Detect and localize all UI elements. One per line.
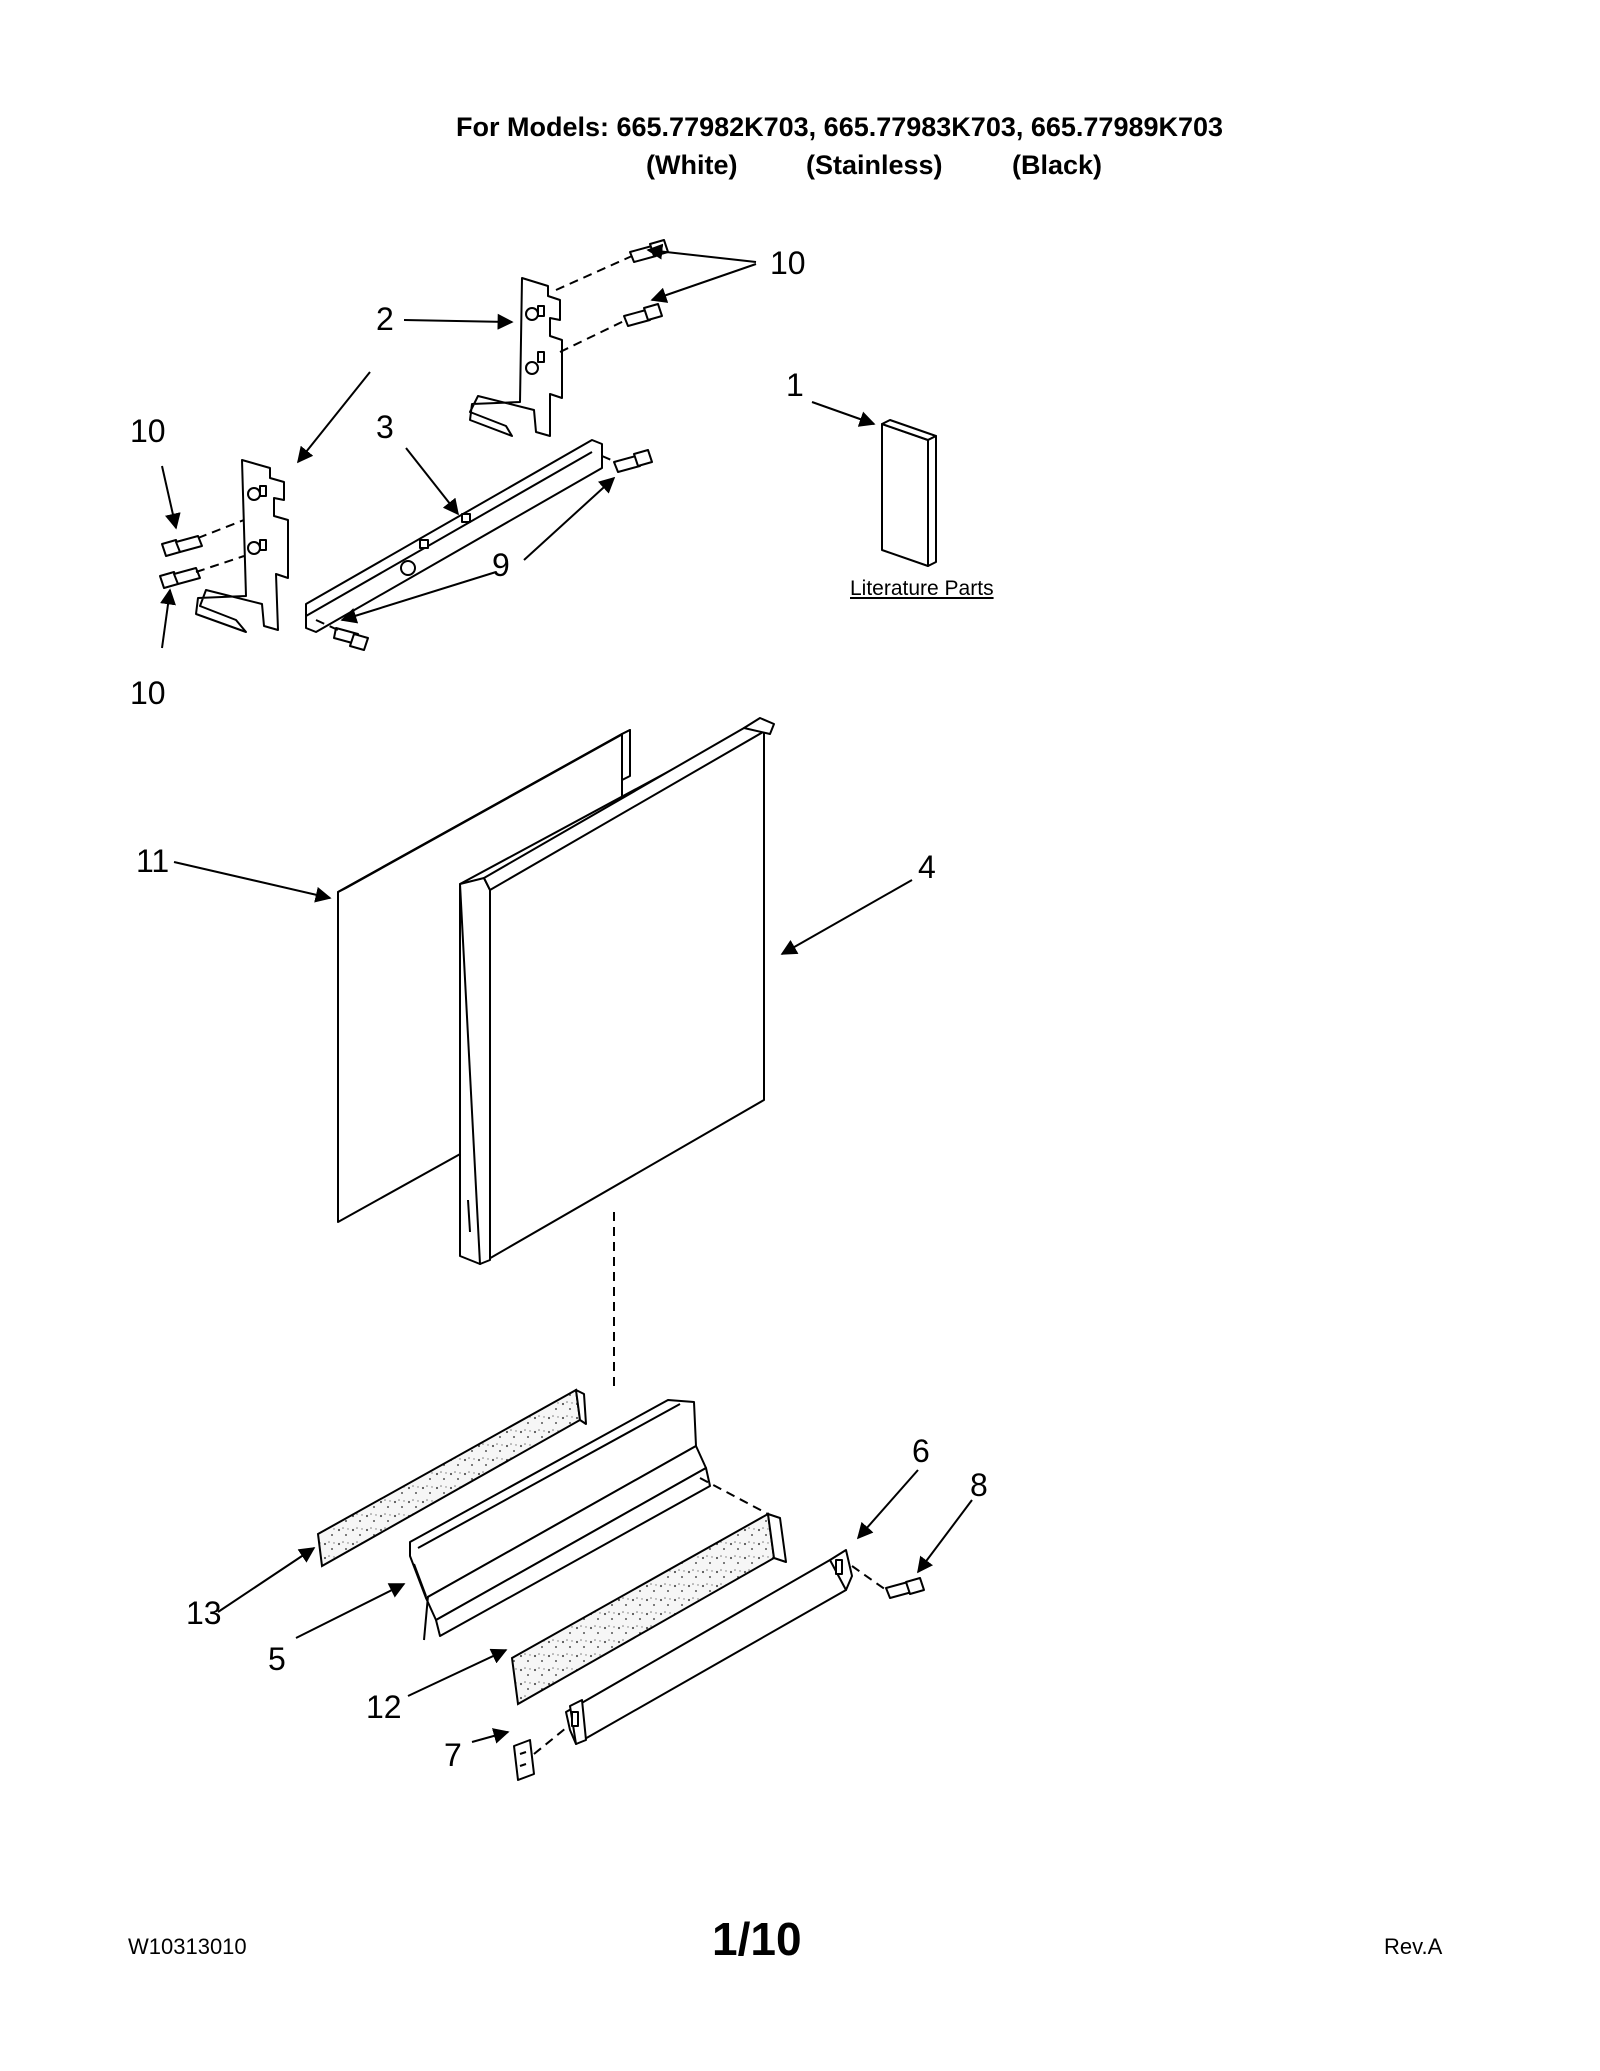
- callout-7: 7: [444, 1737, 462, 1773]
- revision-label: Rev.A: [1384, 1934, 1443, 1959]
- foam-strip-upper: [316, 1388, 587, 1568]
- callout-8: 8: [970, 1467, 988, 1503]
- callout-9: 9: [492, 547, 510, 583]
- mounting-clip: [513, 1727, 567, 1781]
- callout-11: 11: [136, 843, 169, 879]
- callout-numbers: 10 2 1 10 3 9 10 11 4 6 8 13 5 12 7: [130, 245, 988, 1773]
- screw-bottom-right: [885, 1577, 925, 1599]
- callout-10-left-lower: 10: [130, 675, 166, 711]
- hinge-bracket-left: [195, 459, 289, 633]
- screw-rail-right: [613, 449, 653, 473]
- callout-12: 12: [366, 1689, 402, 1725]
- hinge-bracket-right: [469, 277, 563, 437]
- literature-booklet: [881, 419, 937, 567]
- screw-top-2: [623, 303, 663, 327]
- color-label-stainless: (Stainless): [806, 150, 943, 180]
- document-number: W10313010: [128, 1934, 247, 1959]
- callout-10-top: 10: [770, 245, 806, 281]
- leader-lines: [160, 243, 973, 1744]
- foam-strip-lower: [510, 1477, 787, 1706]
- outer-door-panel: [459, 717, 775, 1265]
- literature-parts-label: Literature Parts: [850, 577, 994, 600]
- door-rail: [305, 439, 603, 633]
- callout-5: 5: [268, 1641, 286, 1677]
- callout-4: 4: [918, 849, 936, 885]
- screw-left-upper: [161, 535, 203, 557]
- color-label-black: (Black): [1012, 150, 1103, 180]
- screw-left-lower: [159, 567, 201, 589]
- toe-kick-panel: [409, 1399, 711, 1641]
- callout-10-left-upper: 10: [130, 413, 166, 449]
- toe-kick-trim-strip: [565, 1549, 853, 1745]
- screw-rail-bottom: [333, 627, 369, 651]
- callout-3: 3: [376, 409, 394, 445]
- color-label-white: (White): [646, 150, 738, 180]
- page-number: 1/10: [712, 1913, 802, 1965]
- callout-1: 1: [786, 367, 804, 403]
- callout-13: 13: [186, 1595, 222, 1631]
- models-header: For Models: 665.77982K703, 665.77983K703…: [456, 112, 1224, 142]
- callout-2: 2: [376, 301, 394, 337]
- callout-6: 6: [912, 1433, 930, 1469]
